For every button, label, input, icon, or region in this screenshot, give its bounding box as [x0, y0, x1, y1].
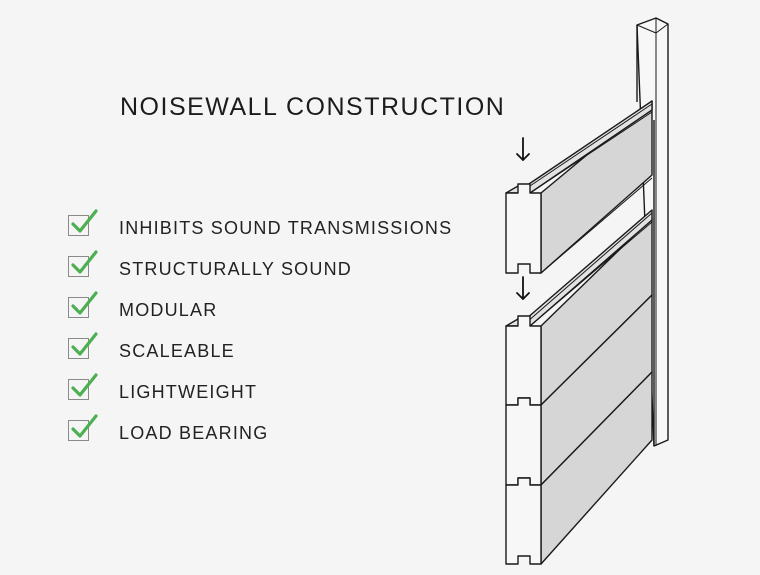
checkbox [68, 297, 89, 318]
checkbox [68, 379, 89, 400]
checkmark-icon [71, 332, 98, 356]
checkbox [68, 338, 89, 359]
checkmark-icon [71, 209, 98, 233]
checkmark-icon [71, 373, 98, 397]
page-title: NOISEWALL CONSTRUCTION [120, 93, 506, 121]
feature-label: SCALEABLE [119, 341, 235, 361]
checkmark-icon [71, 291, 98, 315]
down-arrow-icon [516, 137, 530, 161]
panel-top [505, 100, 653, 274]
feature-label: STRUCTURALLY SOUND [119, 259, 352, 279]
checkbox [68, 215, 89, 236]
checkbox [68, 420, 89, 441]
feature-label: INHIBITS SOUND TRANSMISSIONS [119, 218, 453, 238]
checkmark-icon [71, 250, 98, 274]
panel-stack-3 [505, 371, 653, 565]
feature-label: LOAD BEARING [119, 423, 269, 443]
down-arrow-icon [516, 276, 530, 300]
checkbox [68, 256, 89, 277]
feature-label: LIGHTWEIGHT [119, 382, 258, 402]
feature-label: MODULAR [119, 300, 218, 320]
checkmark-icon [71, 414, 98, 438]
panel-stack-2 [505, 294, 653, 486]
